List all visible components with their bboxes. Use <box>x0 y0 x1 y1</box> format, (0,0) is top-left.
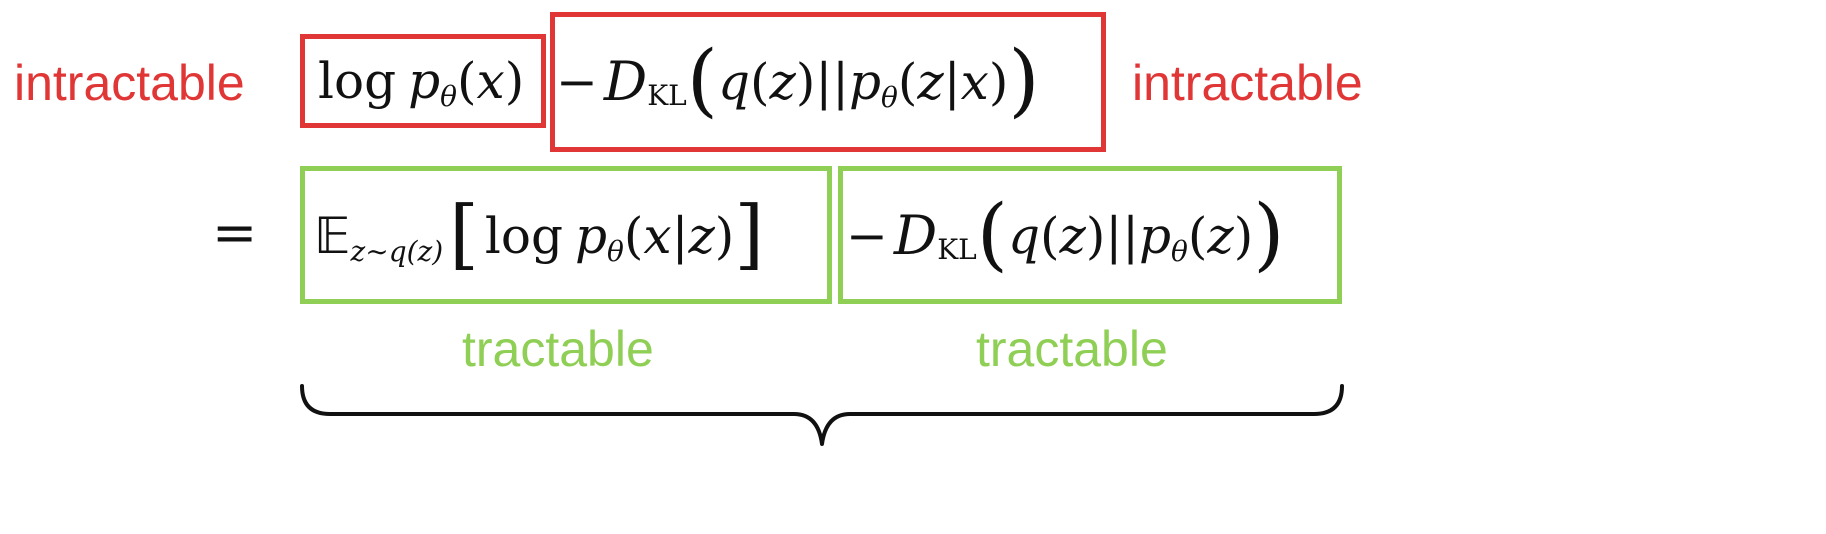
intractable-label-left: intractable <box>14 55 245 111</box>
kl-posterior-box <box>550 12 1106 152</box>
log-likelihood-box <box>300 34 546 128</box>
minus-sign: − <box>556 53 598 111</box>
kl-divergence-symbol: D <box>603 50 648 113</box>
expectation-symbol: 𝔼 <box>314 207 351 265</box>
reconstruction-box <box>300 166 832 304</box>
kl-subscript: KL <box>647 79 687 112</box>
kl-prior-box <box>838 166 1342 304</box>
expectation-subscript: z∼q(z) <box>350 235 444 268</box>
tractable-label-left: tractable <box>462 321 654 377</box>
equals-sign: = <box>212 201 258 264</box>
kl-divergence-symbol-2: D <box>893 204 938 267</box>
minus-sign-2: − <box>846 207 888 265</box>
kl-subscript-2: KL <box>937 233 977 266</box>
log-operator-2: log <box>484 207 563 265</box>
log-operator: log <box>318 52 397 110</box>
intractable-label-right: intractable <box>1132 55 1363 111</box>
underbrace <box>300 384 1344 446</box>
tractable-label-right: tractable <box>976 321 1168 377</box>
